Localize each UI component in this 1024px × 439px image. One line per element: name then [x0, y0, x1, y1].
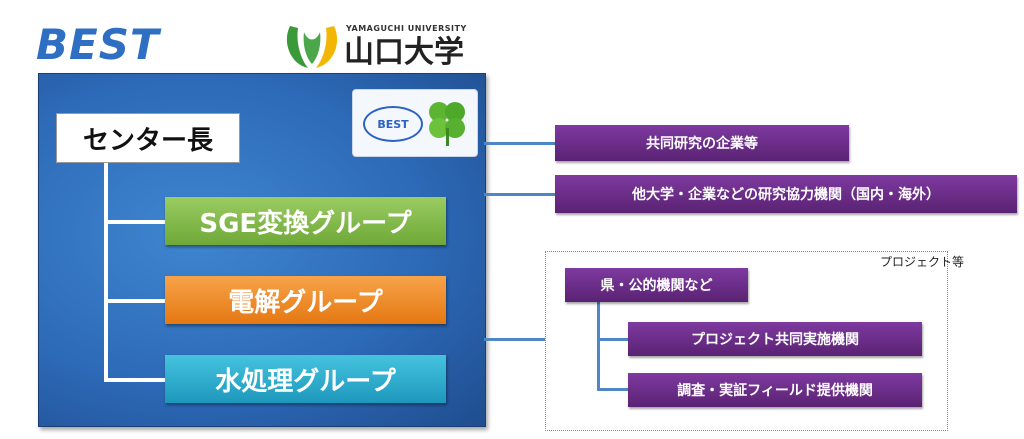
clover-icon	[429, 102, 465, 146]
center-director-box: センター長	[56, 113, 240, 163]
connector-cooperating	[484, 193, 555, 196]
connector-joint-research	[484, 142, 555, 145]
yamaguchi-university-logo: YAMAGUCHI UNIVERSITY 山口大学	[282, 18, 502, 74]
project-tree-branch-2	[597, 388, 628, 391]
project-partner-box: プロジェクト共同実施機関	[628, 322, 922, 356]
water-treatment-group: 水処理グループ	[165, 355, 446, 403]
field-provider-box: 調査・実証フィールド提供機関	[628, 373, 922, 407]
project-tree-branch-1	[597, 338, 628, 341]
sge-conversion-group: SGE変換グループ	[165, 197, 446, 245]
project-group-box	[545, 251, 948, 431]
tree-line-sge	[104, 220, 166, 224]
prefecture-public-institutions-box: 県・公的機関など	[565, 268, 748, 302]
best-title: BEST	[36, 20, 160, 69]
electrolysis-group: 電解グループ	[165, 276, 446, 324]
badge-best-text: BEST	[363, 106, 423, 142]
university-emblem-icon	[286, 26, 338, 68]
tree-line-water	[104, 378, 166, 382]
joint-research-companies-box: 共同研究の企業等	[555, 125, 849, 161]
tree-line-vertical	[104, 161, 108, 381]
best-clover-badge: BEST	[352, 89, 478, 157]
project-label: プロジェクト等	[880, 255, 965, 269]
university-name-en: YAMAGUCHI UNIVERSITY	[346, 24, 467, 33]
project-tree-vertical	[597, 302, 600, 390]
tree-line-electrolysis	[104, 299, 166, 303]
connector-project	[484, 338, 545, 341]
cooperating-institutions-box: 他大学・企業などの研究協力機関（国内・海外）	[555, 175, 1017, 213]
university-name-jp: 山口大学	[344, 35, 464, 70]
